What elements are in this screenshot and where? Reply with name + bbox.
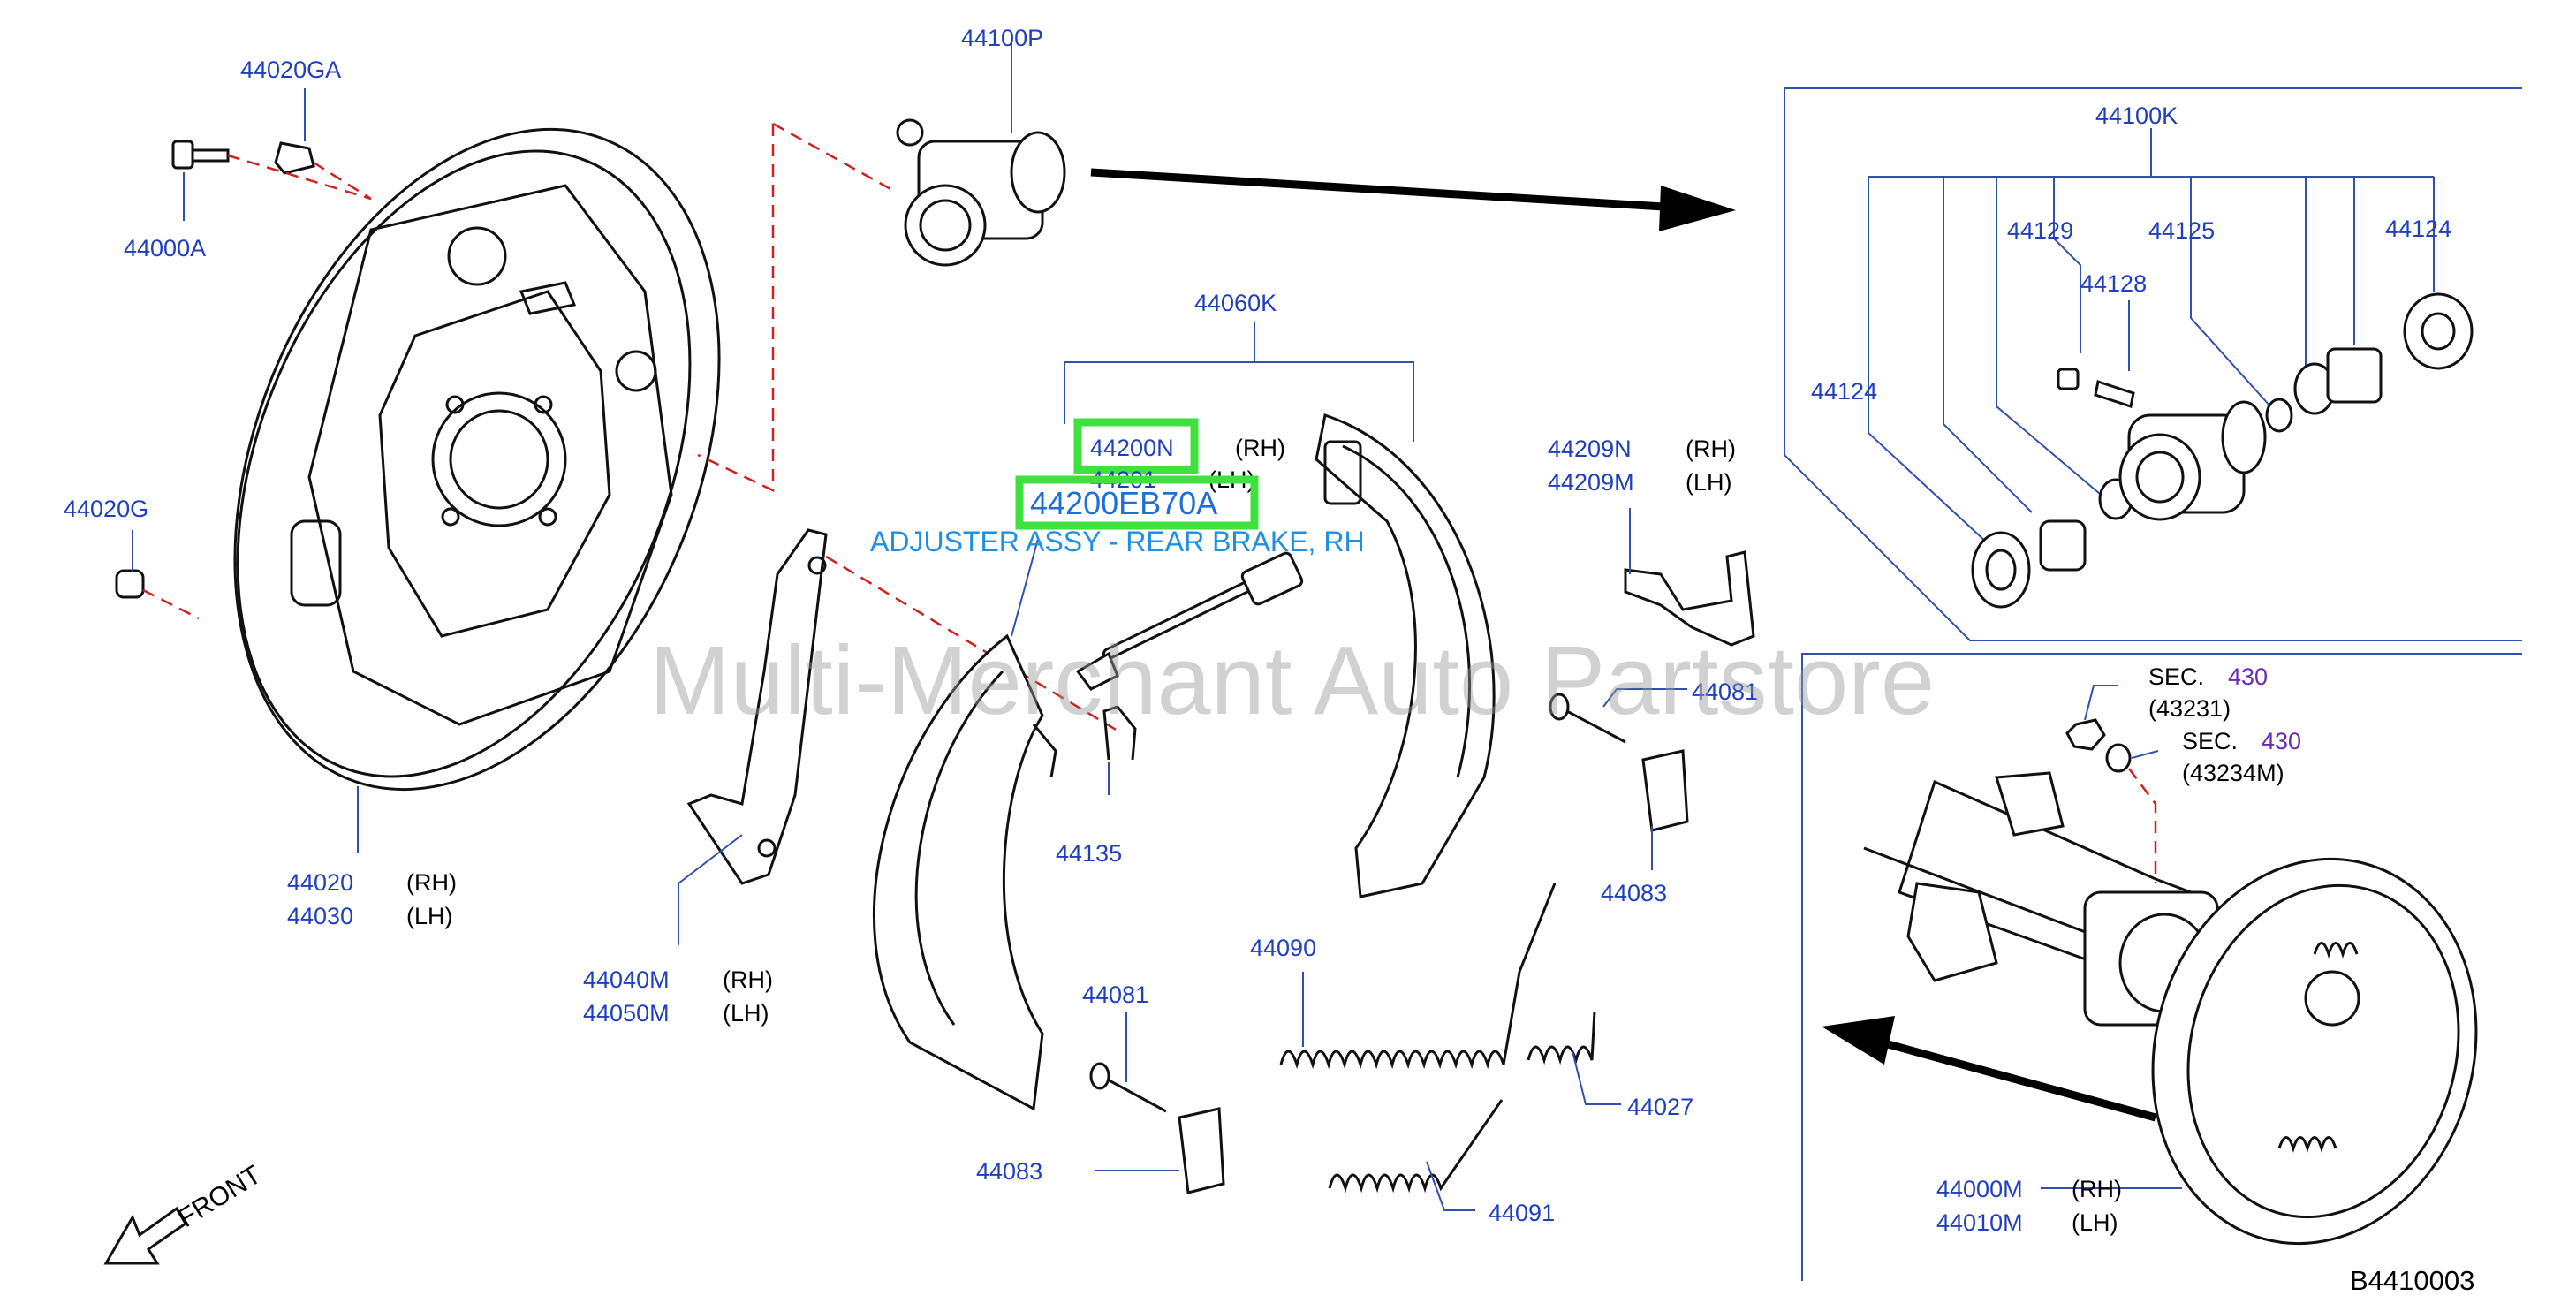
spring-44027-drawing	[1527, 1011, 1596, 1065]
label-44020-side: (RH)	[406, 869, 457, 896]
label-44060k: 44060K	[1194, 290, 1277, 316]
brake-shoe-right-drawing	[1315, 413, 1496, 898]
label-44050m-side: (LH)	[723, 1000, 769, 1027]
plug-44020g-drawing	[115, 569, 145, 599]
pin-44081b-drawing	[1549, 693, 1626, 744]
label-44000m-side: (RH)	[2072, 1176, 2122, 1202]
plug-44020ga-drawing	[274, 141, 315, 175]
retainer-44083b-drawing	[1641, 749, 1689, 832]
label-44200n-side: (RH)	[1235, 435, 1285, 461]
label-sec-1: SEC.	[2148, 663, 2204, 690]
diagram-reference-code: B4410003	[2350, 1265, 2474, 1296]
label-44100p: 44100P	[961, 25, 1043, 51]
backing-plate-drawing	[233, 127, 721, 792]
label-44128: 44128	[2080, 270, 2147, 297]
axle-assembly-drawing	[1863, 771, 2478, 1246]
watermark-text: Multi-Merchant Auto Partstore	[649, 626, 1935, 735]
adjuster-drawing	[1075, 551, 1304, 691]
label-44200n: 44200N	[1090, 435, 1174, 461]
label-44090: 44090	[1250, 935, 1316, 961]
front-direction-indicator: FRONT	[103, 1160, 266, 1265]
brake-shoe-left-drawing	[873, 633, 1057, 1111]
highlighted-part-description: ADJUSTER ASSY - REAR BRAKE, RH	[870, 526, 1365, 557]
label-44030: 44030	[287, 903, 353, 929]
axle-box	[1801, 653, 2522, 1281]
label-44083-a: 44083	[976, 1158, 1042, 1185]
lever-44040m-drawing	[686, 528, 828, 885]
washer-43234m-drawing	[2105, 743, 2132, 773]
spring-44090-drawing	[1279, 883, 1557, 1070]
label-44209n: 44209N	[1548, 436, 1632, 462]
label-44020: 44020	[287, 869, 353, 896]
highlight-box-part-number[interactable]	[1015, 475, 1259, 530]
label-44000m: 44000M	[1936, 1176, 2023, 1202]
label-44081-b: 44081	[1692, 678, 1758, 705]
label-ref-43231: (43231)	[2148, 695, 2231, 722]
label-44209n-side: (RH)	[1686, 436, 1736, 462]
label-ref-43234m: (43234M)	[2182, 760, 2284, 786]
label-44030-side: (LH)	[406, 903, 453, 929]
wheel-cylinder-44100p-drawing	[896, 118, 1066, 267]
highlighted-part-number[interactable]: 44200EB70A	[1030, 485, 1217, 521]
label-44100k: 44100K	[2095, 102, 2178, 129]
pin-44081a-drawing	[1089, 1062, 1167, 1113]
label-44027: 44027	[1627, 1094, 1693, 1120]
label-44124-a: 44124	[2385, 216, 2451, 242]
label-44091: 44091	[1489, 1200, 1555, 1226]
label-44020ga: 44020GA	[240, 57, 341, 83]
spring-44091-drawing	[1328, 1099, 1504, 1194]
retainer-44083a-drawing	[1178, 1107, 1225, 1194]
label-sec-2-number: 430	[2262, 728, 2301, 754]
label-44040m-side: (RH)	[723, 966, 773, 993]
label-44135: 44135	[1056, 840, 1122, 867]
label-44209m: 44209M	[1548, 469, 1634, 496]
label-44209m-side: (LH)	[1686, 469, 1732, 496]
label-44010m-side: (LH)	[2072, 1209, 2118, 1236]
label-44081-a: 44081	[1082, 981, 1148, 1008]
label-sec-2: SEC.	[2182, 728, 2238, 754]
bolt-44000a-drawing	[171, 140, 230, 170]
kit-parts-drawing	[1971, 292, 2474, 609]
label-44020g: 44020G	[64, 496, 148, 522]
nut-43231-drawing	[2065, 718, 2106, 751]
label-44040m: 44040M	[583, 966, 670, 993]
label-44000a: 44000A	[124, 235, 206, 261]
front-label: FRONT	[173, 1160, 266, 1233]
label-44124-b: 44124	[1811, 378, 1877, 405]
label-44083-b: 44083	[1601, 880, 1667, 906]
label-44125: 44125	[2148, 217, 2215, 244]
clip-44135-drawing	[1102, 705, 1137, 761]
leader-lines	[132, 40, 2182, 1211]
label-sec-1-number: 430	[2228, 663, 2268, 690]
label-44129: 44129	[2007, 217, 2073, 244]
label-44010m: 44010M	[1936, 1209, 2023, 1236]
bracket-44209n-drawing	[1624, 550, 1755, 647]
label-44050m: 44050M	[583, 1000, 670, 1027]
kit-box-44100k	[1784, 87, 2522, 641]
highlight-box-44200n	[1073, 418, 1199, 474]
